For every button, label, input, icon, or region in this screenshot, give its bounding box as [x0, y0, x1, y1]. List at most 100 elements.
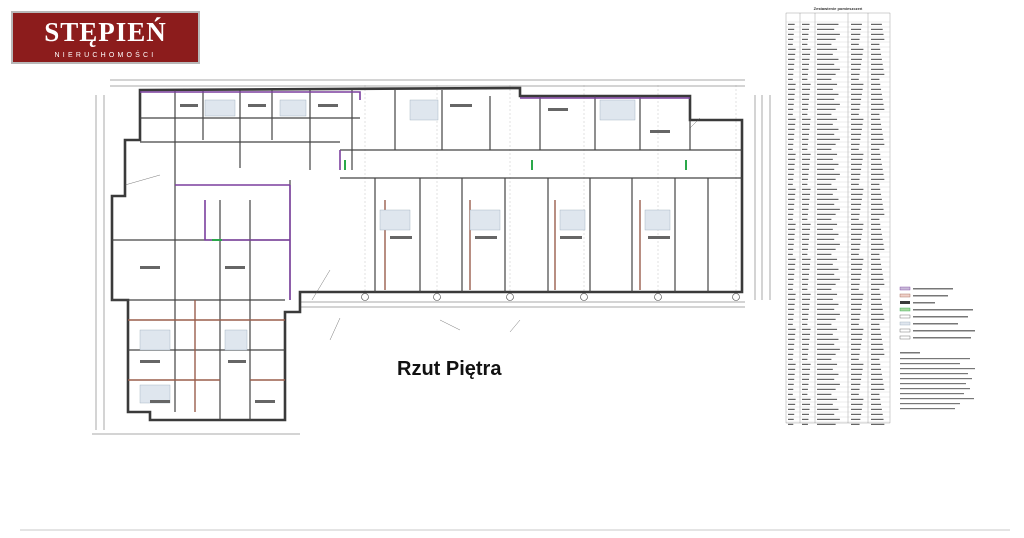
- table-cell-text: [802, 53, 811, 55]
- table-cell-text: [788, 388, 794, 390]
- table-cell-text: [851, 38, 860, 40]
- table-cell-text: [871, 93, 882, 95]
- table-cell-text: [817, 378, 835, 380]
- table-cell-text: [817, 163, 839, 165]
- table-cell-text: [851, 108, 860, 110]
- table-cell-text: [851, 83, 864, 85]
- table-cell-text: [871, 278, 884, 280]
- purple-route: [140, 91, 690, 300]
- table-cell-text: [788, 333, 796, 335]
- table-cell-text: [788, 123, 796, 125]
- table-cell-text: [851, 403, 863, 405]
- table-cell-text: [851, 53, 863, 55]
- table-cell-text: [871, 338, 882, 340]
- table-cell-text: [817, 188, 838, 190]
- table-cell-text: [871, 38, 885, 40]
- table-cell-text: [851, 128, 862, 130]
- table-cell-text: [788, 283, 794, 285]
- table-cell-text: [788, 203, 795, 205]
- table-cell-text: [817, 138, 840, 140]
- table-cell-text: [802, 208, 809, 210]
- table-cell-text: [788, 413, 795, 415]
- table-cell-text: [817, 333, 833, 335]
- table-cell-text: [788, 373, 795, 375]
- table-cell-text: [788, 208, 794, 210]
- table-cell-text: [871, 348, 884, 350]
- table-cell-text: [817, 293, 838, 295]
- table-cell-text: [851, 358, 859, 360]
- table-cell-text: [871, 203, 883, 205]
- table-cell-text: [802, 138, 809, 140]
- table-cell-text: [817, 63, 835, 65]
- table-cell-text: [788, 363, 796, 365]
- table-cell-text: [802, 88, 811, 90]
- table-cell-text: [851, 323, 859, 325]
- table-cell-text: [851, 218, 859, 220]
- table-cell-text: [788, 213, 794, 215]
- table-cell-text: [871, 358, 880, 360]
- table-cell-text: [802, 228, 811, 230]
- table-cell-text: [788, 128, 795, 130]
- company-logo: STĘPIEŃ NIERUCHOMOŚCI: [11, 11, 200, 64]
- table-cell-text: [851, 298, 863, 300]
- table-cell-text: [788, 418, 794, 420]
- table-cell-text: [851, 258, 864, 260]
- table-cell-text: [788, 163, 795, 165]
- table-cell-text: [802, 323, 808, 325]
- table-cell-text: [851, 223, 864, 225]
- table-cell-text: [802, 28, 809, 30]
- table-cell-text: [817, 318, 836, 320]
- table-cell-text: [817, 128, 839, 130]
- table-cell-text: [871, 98, 883, 100]
- table-cell-text: [802, 338, 810, 340]
- table-cell-text: [802, 253, 808, 255]
- table-cell-text: [851, 283, 860, 285]
- table-cell-text: [871, 353, 885, 355]
- table-cell-text: [871, 88, 882, 90]
- table-cell-text: [851, 93, 862, 95]
- table-cell-text: [802, 238, 809, 240]
- table-cell-text: [817, 353, 836, 355]
- table-cell-text: [788, 268, 795, 270]
- table-cell-text: [802, 183, 808, 185]
- table-cell-text: [788, 188, 796, 190]
- room-label-stubs: [140, 104, 670, 403]
- table-cell-text: [788, 408, 795, 410]
- table-cell-text: [871, 318, 885, 320]
- table-cell-text: [802, 308, 809, 310]
- table-cell-text: [871, 283, 885, 285]
- table-cell-text: [851, 168, 862, 170]
- table-cell-text: [851, 103, 861, 105]
- table-cell-text: [788, 238, 795, 240]
- table-cell-text: [788, 298, 796, 300]
- table-cell-text: [851, 308, 862, 310]
- table-cell-text: [817, 278, 840, 280]
- table-cell-text: [802, 78, 808, 80]
- table-cell-text: [851, 408, 862, 410]
- table-cell-text: [871, 323, 880, 325]
- table-cell-text: [851, 178, 860, 180]
- table-cell-text: [788, 58, 795, 60]
- table-cell-text: [871, 268, 882, 270]
- table-cell-text: [871, 238, 883, 240]
- table-cell-text: [871, 258, 881, 260]
- table-cell-text: [871, 193, 882, 195]
- table-cell-text: [817, 113, 832, 115]
- table-cell-text: [871, 143, 885, 145]
- table-cell-text: [817, 68, 840, 70]
- table-cell-text: [788, 78, 793, 80]
- table-cell-text: [802, 193, 811, 195]
- table-cell-text: [802, 313, 809, 315]
- table-cell-text: [851, 413, 862, 415]
- table-cell-text: [788, 68, 794, 70]
- logo-subtitle: NIERUCHOMOŚCI: [54, 52, 157, 59]
- table-cell-text: [817, 303, 839, 305]
- table-cell-text: [871, 418, 884, 420]
- legend-swatches: [899, 286, 911, 340]
- table-cell-text: [851, 28, 862, 30]
- table-cell-text: [817, 288, 832, 290]
- table-cell-text: [817, 33, 840, 35]
